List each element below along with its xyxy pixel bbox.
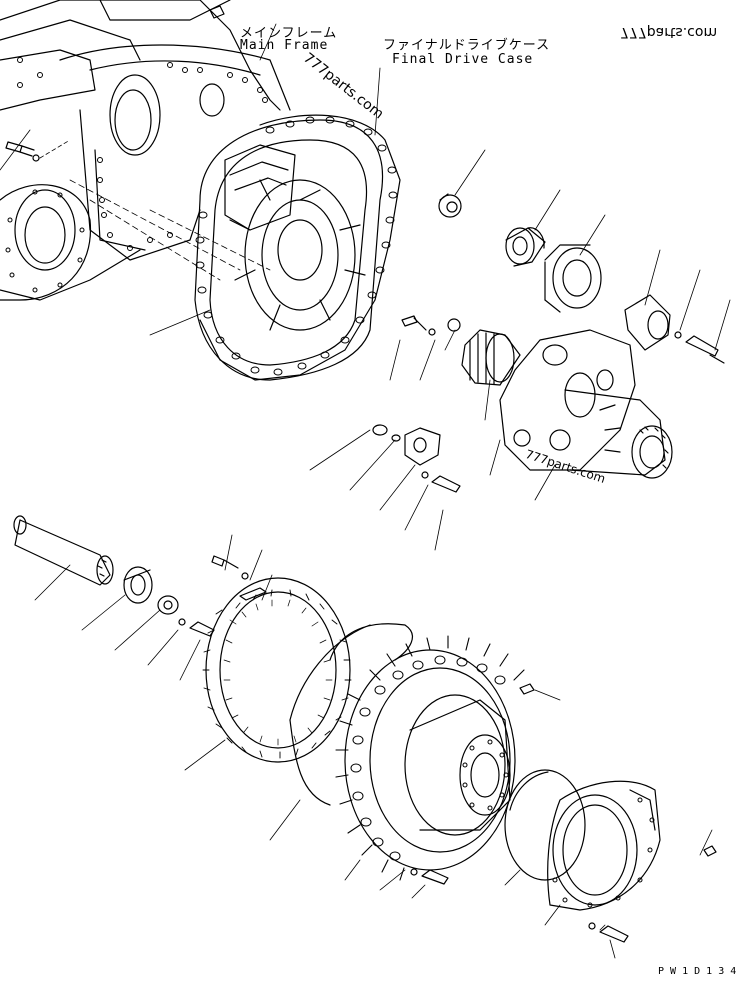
- watermark-top-right: 777parts.com: [620, 24, 718, 40]
- carrier-bolt: [401, 315, 461, 336]
- main-frame-label-en: Main Frame: [240, 38, 329, 53]
- drawing-code: P W 1 D 1 3 4: [658, 966, 737, 977]
- hub-bolt-right: [674, 331, 725, 364]
- seal-ring: [504, 769, 586, 881]
- pin-sleeve: [624, 294, 671, 351]
- drain-plug: [372, 424, 461, 493]
- end-cover: [547, 780, 661, 911]
- main-frame-part: [0, 0, 291, 301]
- bearing-small: [505, 227, 546, 267]
- planet-gear: [461, 329, 521, 386]
- main-frame-label-jp: メインフレーム: [240, 26, 338, 41]
- final-drive-label-jp: ファイナルドライブケース: [383, 38, 551, 53]
- o-ring: [289, 623, 413, 806]
- final-drive-label-en: Final Drive Case: [392, 52, 534, 67]
- axle-spacer-ring: [123, 566, 153, 604]
- frame-bolt-left: [0, 129, 71, 171]
- ring-bolt-top: [211, 555, 267, 601]
- sprocket-hub: [335, 635, 535, 881]
- ring-gear: [202, 577, 352, 763]
- retainer-plate: [157, 595, 215, 637]
- hub-bolt-bottom: [410, 868, 449, 885]
- axle-shaft: [13, 515, 114, 586]
- cover-bolt: [588, 845, 717, 943]
- thrust-washer: [438, 193, 462, 218]
- planetary-carrier: [499, 329, 673, 479]
- alignment-lines: [69, 179, 271, 281]
- bearing-large: [544, 244, 602, 313]
- leader-lines: [34, 23, 731, 959]
- final-drive-case: [194, 114, 401, 381]
